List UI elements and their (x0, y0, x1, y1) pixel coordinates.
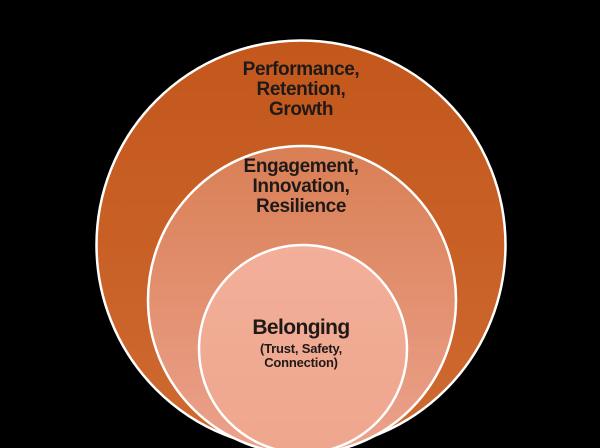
inner-label-subtitle: (Trust, Safety, Connection) (141, 342, 461, 370)
outer-label-line-2: Retention, (256, 79, 346, 100)
middle-circle-label: Engagement, Innovation, Resilience (141, 157, 461, 217)
inner-circle (197, 243, 409, 448)
outer-label-line-1: Performance, (242, 59, 360, 80)
inner-sublabel-line-2: Connection) (264, 355, 338, 370)
outer-label-line-3: Growth (268, 99, 334, 120)
inner-label-title: Belonging (252, 316, 350, 339)
middle-label-line-3: Resilience (256, 196, 346, 217)
inner-sublabel-line-1: (Trust, Safety, (259, 341, 342, 356)
middle-label-line-2: Innovation, (252, 176, 350, 197)
inner-circle-label: Belonging (Trust, Safety, Connection) (141, 316, 461, 370)
middle-label-line-1: Engagement, (243, 156, 359, 177)
outer-circle-label: Performance, Retention, Growth (141, 60, 461, 120)
